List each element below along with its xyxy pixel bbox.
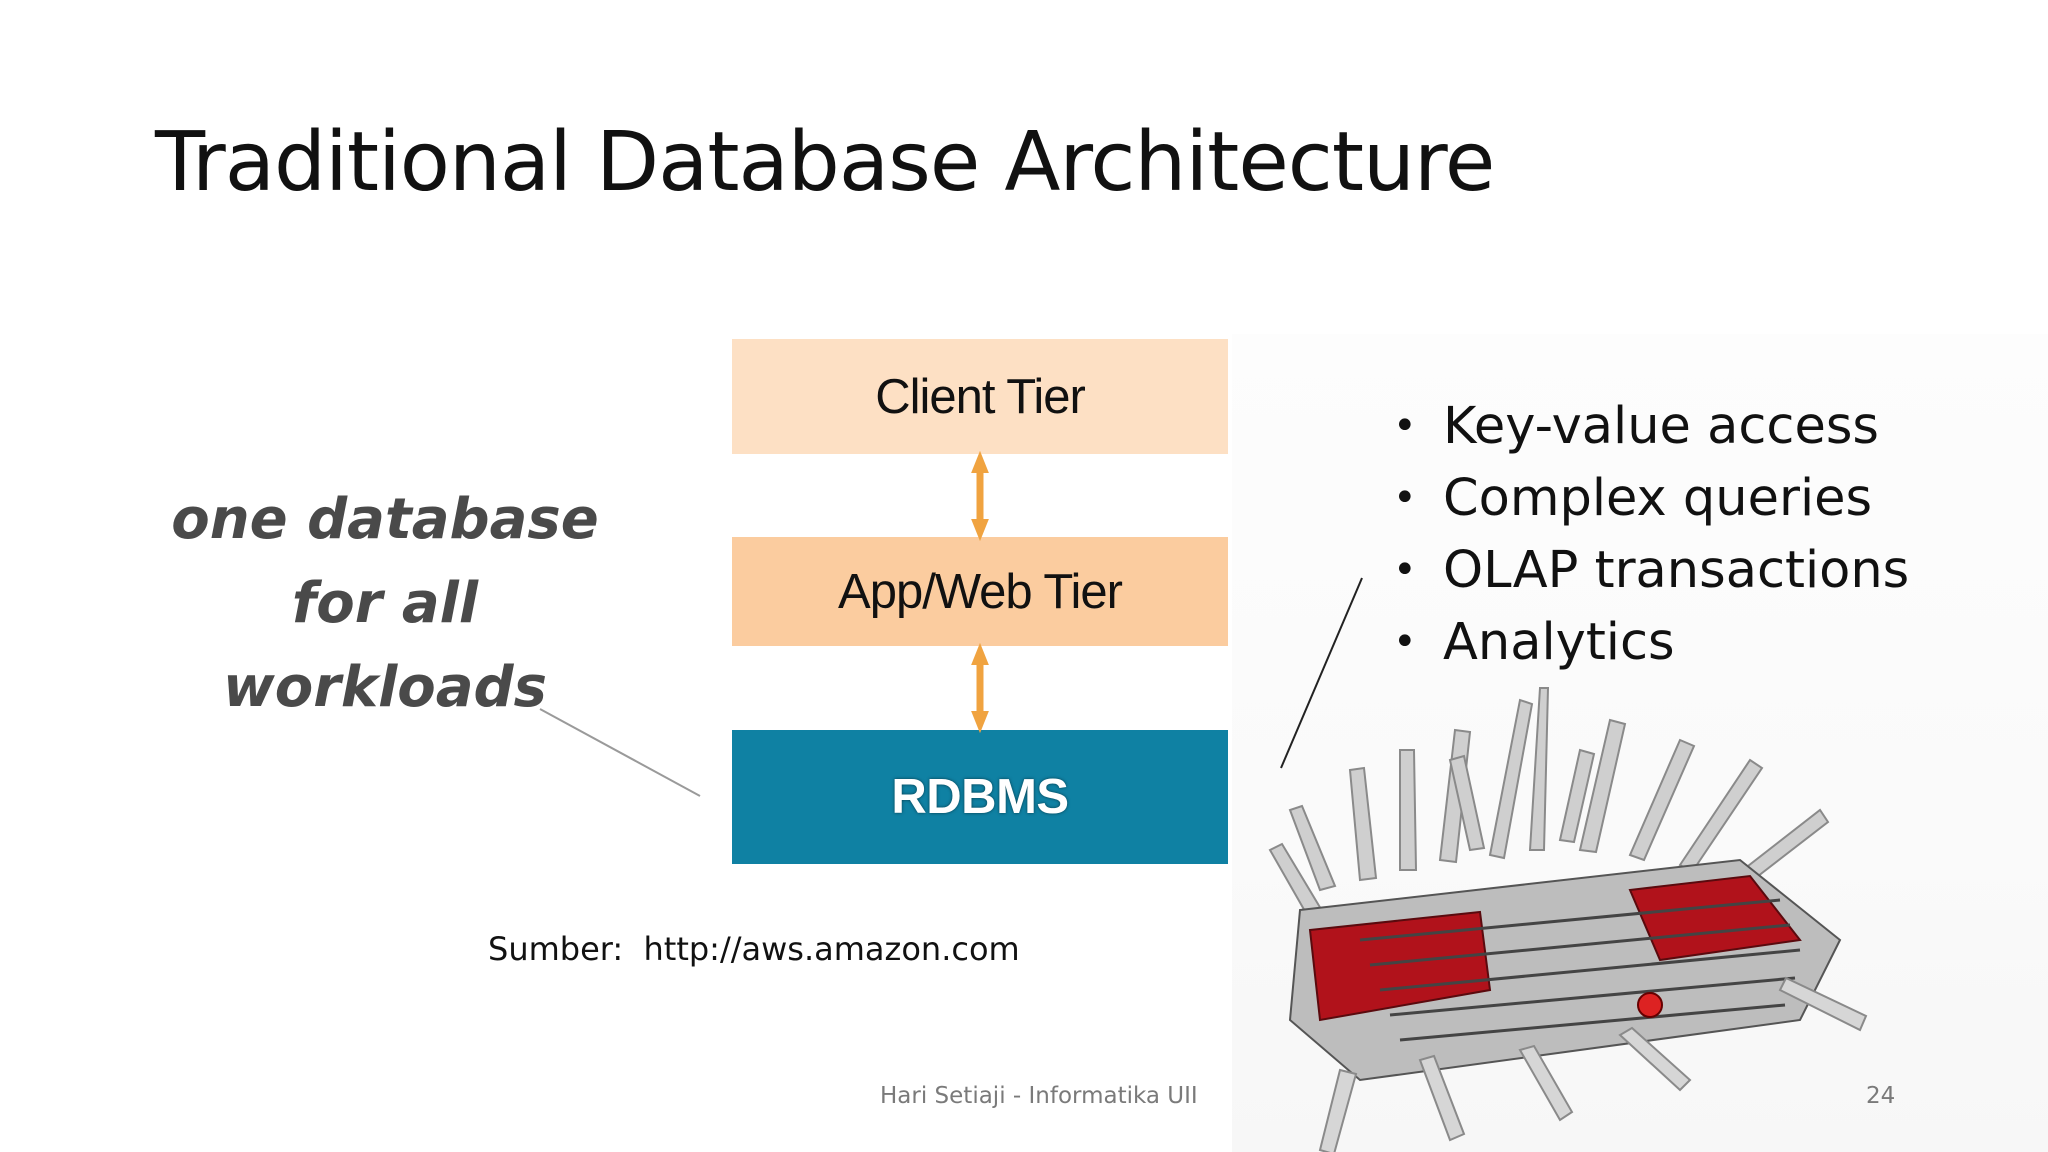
workload-bullet-list: • Key-value access • Complex queries • OLAP… <box>1393 390 1909 678</box>
list-item: • Analytics <box>1393 606 1909 678</box>
bullet-icon: • <box>1393 619 1417 665</box>
slide-footer: Hari Setiaji - Informatika UII <box>880 1083 1198 1109</box>
list-item: • OLAP transactions <box>1393 534 1909 606</box>
workload-caption: one database for all workloads <box>170 478 600 730</box>
slide-title: Traditional Database Architecture <box>155 115 1495 210</box>
caption-pointer-line <box>539 708 701 797</box>
rdbms-tier-box: RDBMS <box>732 730 1228 864</box>
bullet-text: Analytics <box>1443 612 1675 672</box>
caption-line: workloads <box>223 655 547 720</box>
bullet-text: OLAP transactions <box>1443 540 1910 600</box>
client-tier-box: Client Tier <box>732 339 1228 454</box>
bullet-text: Complex queries <box>1443 468 1873 528</box>
caption-line: for all <box>291 571 479 636</box>
caption-line: one database <box>171 487 599 552</box>
list-item: • Complex queries <box>1393 462 1909 534</box>
app-web-tier-box: App/Web Tier <box>732 537 1228 646</box>
bullet-icon: • <box>1393 475 1417 521</box>
bullets-pointer-line <box>1280 577 1363 769</box>
source-citation: Sumber: http://aws.amazon.com <box>488 930 1020 968</box>
list-item: • Key-value access <box>1393 390 1909 462</box>
swiss-army-knife-icon <box>1268 687 1868 1152</box>
bullet-icon: • <box>1393 547 1417 593</box>
bullet-text: Key-value access <box>1443 396 1879 456</box>
bullet-icon: • <box>1393 403 1417 449</box>
page-number: 24 <box>1866 1083 1896 1109</box>
